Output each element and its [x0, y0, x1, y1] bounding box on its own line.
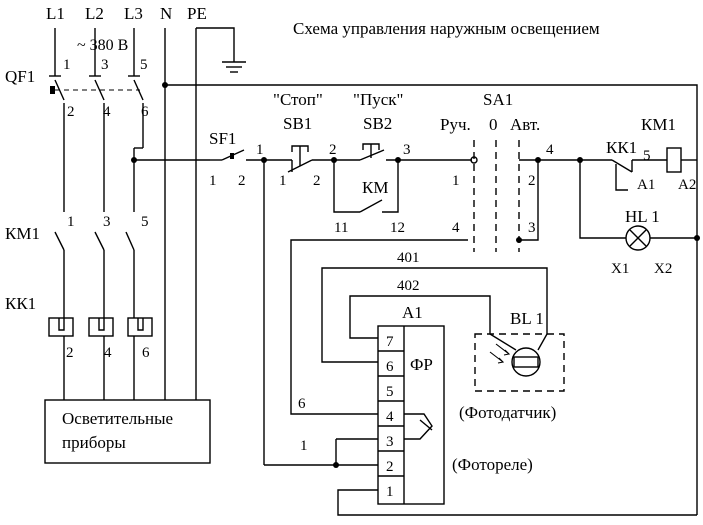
km-hold-contact: [333, 160, 399, 213]
km1-terminal-1: 1: [67, 214, 75, 230]
bl1-label: BL 1: [510, 309, 544, 328]
a1-pin: 2: [386, 459, 394, 475]
km1-coil-a2: А2: [678, 177, 696, 193]
sb2-terminal-3: 3: [403, 142, 411, 158]
sa1-manual: Руч.: [440, 115, 471, 134]
sb1-terminal-1: 1: [279, 173, 287, 189]
supply-voltage: ~ 380 В: [77, 37, 128, 54]
node-4: 4: [546, 142, 554, 158]
label-pe: PE: [187, 4, 207, 23]
lighting-load-box: [44, 399, 211, 464]
qf1-terminal-5: 5: [140, 57, 148, 73]
wire-6-label: 6: [298, 396, 306, 412]
kk1-terminal-6: 6: [142, 345, 150, 361]
km-hold-terminal-12: 12: [390, 220, 405, 236]
label-l3: L3: [124, 4, 143, 23]
km1-terminal-3: 3: [103, 214, 111, 230]
a1-label: А1: [402, 303, 423, 322]
qf1-breaker: [49, 75, 144, 212]
qf1-terminal-4: 4: [103, 104, 111, 120]
km-hold-terminal-11: 11: [334, 220, 348, 236]
km1-main-label: КМ1: [5, 224, 40, 243]
sb1-label: SB1: [283, 114, 312, 133]
km1-terminal-5: 5: [141, 214, 149, 230]
qf1-terminal-2: 2: [67, 104, 75, 120]
label-l2: L2: [85, 4, 104, 23]
wire-401-label: 401: [397, 250, 420, 266]
kk1-main-label: КК1: [5, 294, 36, 313]
sb2-start-button: [330, 143, 472, 161]
sa1-terminal-1: 1: [452, 173, 460, 189]
node-2: 2: [329, 142, 337, 158]
km1-coil: [666, 147, 682, 173]
sf1-terminal-1: 1: [209, 173, 217, 189]
label-l1: L1: [46, 4, 65, 23]
sa1-auto: Авт.: [510, 115, 540, 134]
sa1-terminal-3: 3: [528, 220, 536, 236]
load-line-1: Осветительные: [62, 409, 173, 428]
sb1-stop-button: [287, 145, 330, 173]
km-hold-label: КМ: [362, 178, 388, 197]
sf1-terminal-2: 2: [238, 173, 246, 189]
qf1-terminal-1: 1: [63, 57, 71, 73]
a1-pin: 7: [386, 334, 394, 350]
sa1-terminal-4: 4: [452, 220, 460, 236]
km1-coil-a1: А1: [637, 177, 655, 193]
wire-402-label: 402: [397, 278, 420, 294]
photo-relay-wiring: [264, 267, 697, 516]
qf1-label: QF1: [5, 67, 35, 86]
sb1-caption: "Стоп": [273, 90, 323, 109]
km1-main-contacts: [54, 231, 135, 318]
a1-pin: 4: [386, 409, 394, 425]
a1-caption: (Фотореле): [452, 455, 533, 474]
label-n: N: [160, 4, 172, 23]
sf1-node-1: 1: [256, 142, 264, 158]
kk1-aux-label: КК1: [606, 138, 637, 157]
load-line-2: приборы: [62, 433, 126, 452]
wire-1-label: 1: [300, 438, 308, 454]
hl1-x1: X1: [611, 261, 629, 277]
a1-pin: 1: [386, 484, 394, 500]
sb2-caption: "Пуск": [353, 90, 403, 109]
qf1-terminal-3: 3: [101, 57, 109, 73]
sa1-label: SA1: [483, 90, 513, 109]
supply-lines: [54, 27, 246, 400]
hl1-x2: X2: [654, 261, 672, 277]
qf1-terminal-6: 6: [141, 104, 149, 120]
kk1-thermal-elements: [48, 317, 153, 400]
sa1-zero: 0: [489, 115, 498, 134]
bl1-photo-sensor: [474, 333, 565, 392]
sf1-breaker: [210, 149, 292, 161]
kk1-aux-contact: [580, 159, 667, 191]
km1-coil-label: КМ1: [641, 115, 676, 134]
sf1-label: SF1: [209, 129, 236, 148]
diagram-title: Схема управления наружным освещением: [293, 19, 600, 38]
kk1-terminal-4: 4: [104, 345, 112, 361]
sb1-terminal-2: 2: [313, 173, 321, 189]
sa1-selector-switch: [290, 140, 580, 415]
sb2-label: SB2: [363, 114, 392, 133]
bl1-caption: (Фотодатчик): [459, 403, 556, 422]
a1-fr-label: ФР: [410, 355, 433, 374]
a1-photo-relay: [377, 325, 445, 505]
a1-pin: 6: [386, 359, 394, 375]
a1-pin: 3: [386, 434, 394, 450]
kk1-aux-terminal-5: 5: [643, 148, 651, 164]
hl1-label: HL 1: [625, 207, 660, 226]
sa1-terminal-2: 2: [528, 173, 536, 189]
a1-pin: 5: [386, 384, 394, 400]
hl1-lamp: [579, 160, 697, 251]
kk1-terminal-2: 2: [66, 345, 74, 361]
